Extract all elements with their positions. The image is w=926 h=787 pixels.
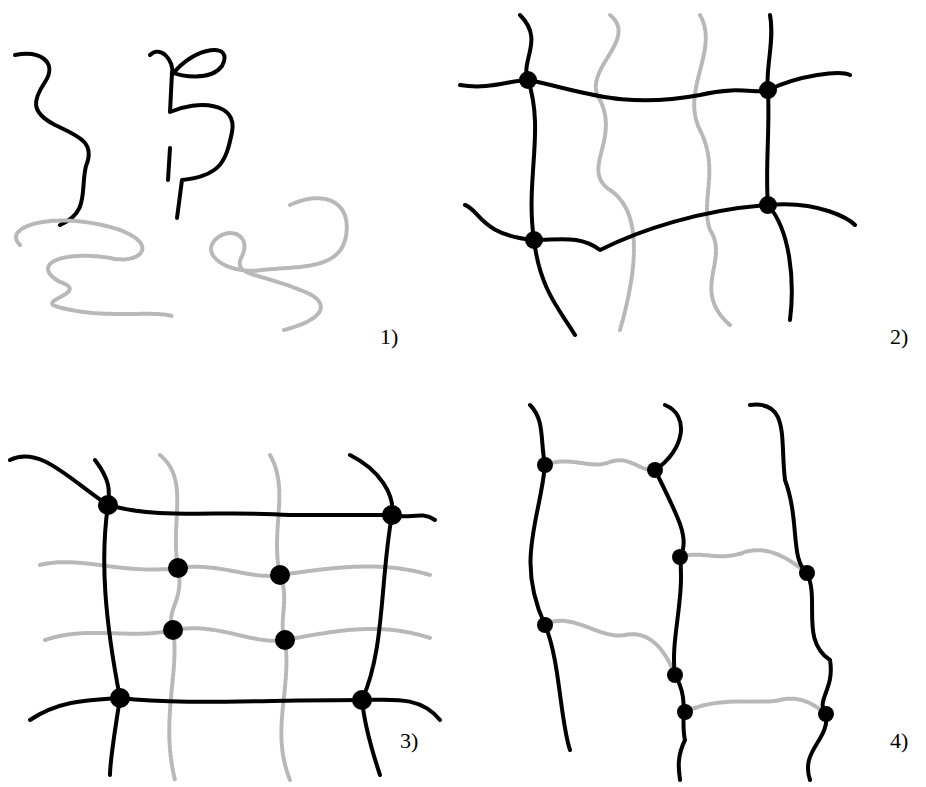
panel-number: 4) (888, 728, 910, 754)
polymer-chain (750, 405, 831, 780)
polymer-chain (95, 460, 120, 775)
polymer-chain (545, 460, 655, 470)
polymer-chain (767, 15, 792, 320)
polymer-chain (211, 198, 347, 330)
panel-number: 1) (378, 324, 400, 350)
polymer-chain (520, 15, 575, 335)
crosslink (519, 71, 537, 89)
panel-4-network (530, 405, 834, 780)
polymer-chain (460, 73, 850, 100)
panel-2-network (460, 15, 855, 335)
polymer-chain (40, 562, 430, 576)
polymer-chain (694, 15, 730, 325)
panel-3-network (10, 455, 440, 780)
crosslink (352, 690, 372, 710)
polymer-chain (168, 148, 170, 180)
polymer-chain (150, 50, 233, 218)
crosslink (98, 495, 118, 515)
crosslink (799, 565, 815, 581)
polymer-chain (16, 221, 172, 316)
polymer-chain (545, 621, 675, 675)
polymer-chain (655, 405, 685, 780)
crosslink (759, 81, 777, 99)
crosslink (168, 558, 188, 578)
crosslink (525, 231, 543, 249)
polymer-chain (680, 550, 807, 573)
crosslink (667, 667, 683, 683)
crosslink (677, 704, 693, 720)
polymer-chain (45, 628, 430, 640)
crosslink (537, 457, 553, 473)
panel-number: 2) (888, 324, 910, 350)
panel-1-chains (15, 50, 347, 330)
polymer-chain (160, 455, 180, 780)
polymer-chain (10, 456, 435, 520)
crosslink (818, 706, 834, 722)
polymer-chain (350, 455, 392, 775)
polymer-chain (530, 405, 570, 750)
crosslink (163, 620, 183, 640)
polymer-chain (596, 15, 634, 330)
crosslink (275, 630, 295, 650)
crosslink (537, 617, 553, 633)
polymer-chain (465, 204, 855, 250)
polymer-chain (15, 54, 89, 225)
polymer-chain (270, 455, 290, 780)
panel-number: 3) (398, 728, 420, 754)
crosslink (672, 549, 688, 565)
polymer-chain (685, 699, 826, 714)
polymer-chain (30, 698, 440, 720)
crosslink (270, 565, 290, 585)
crosslink (759, 196, 777, 214)
crosslink (647, 462, 663, 478)
crosslink (110, 688, 130, 708)
crosslink (382, 505, 402, 525)
